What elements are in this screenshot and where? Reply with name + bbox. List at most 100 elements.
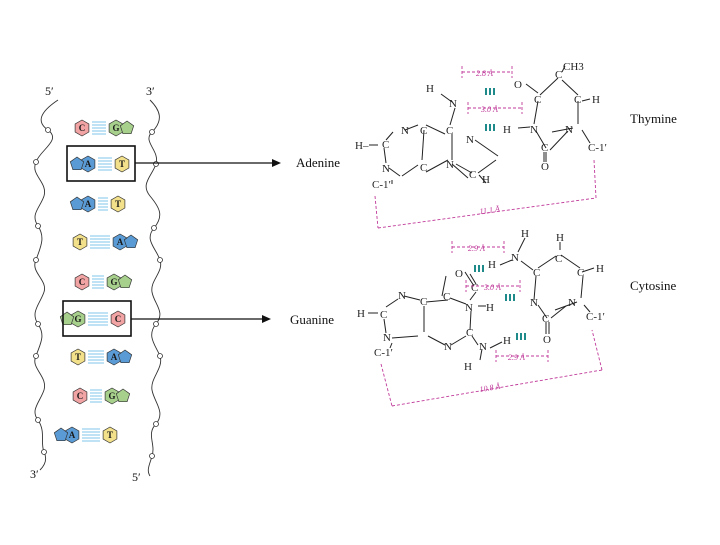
base-right-purine-ring [117, 274, 133, 289]
gc-bonds [368, 237, 595, 361]
atom-adenine-c1prime: C-1′ [372, 179, 391, 191]
atom-adenine-h8: H– [355, 140, 369, 152]
atom-thymine-c2: C [541, 142, 548, 154]
base-left-letter: A [85, 199, 92, 209]
atom-cytosine-amino-n: N [511, 252, 519, 264]
atom-thymine-h6: H [592, 94, 600, 106]
atom-adenine-c5: C [420, 125, 427, 137]
atom-adenine-c2: C [469, 169, 476, 181]
base-left-purine-ring [69, 156, 85, 171]
gc-distance-3: 2.9 Å [508, 353, 525, 362]
atom-adenine-c6: C [446, 125, 453, 137]
atom-thymine-n1: N [565, 124, 573, 136]
base-right-letter: T [119, 159, 125, 169]
atom-thymine-c5: C [555, 69, 562, 81]
atom-cytosine-c1prime: C-1′ [586, 311, 605, 323]
atom-adenine-n9: N [382, 163, 390, 175]
atom-adenine-h2: H [482, 174, 490, 186]
atom-guanine-amino-h1: H [464, 361, 472, 373]
gc-distance-2: 3.0 Å [483, 283, 501, 292]
base-left-letter: T [75, 352, 81, 362]
atom-adenine-n3: N [446, 159, 454, 171]
base-right-shape [110, 195, 126, 213]
adenine-thymine-structure: Thymine [355, 61, 677, 229]
gc-dimensions [380, 241, 603, 407]
base-left-letter: A [85, 159, 92, 169]
callout-arrows: Adenine Guanine [131, 155, 340, 327]
atom-guanine-n3: N [444, 341, 452, 353]
base-left-shape [74, 273, 90, 291]
atom-cytosine-o2: O [543, 334, 551, 346]
base-right-letter: A [111, 352, 118, 362]
base-right-letter: G [112, 123, 119, 133]
backbone-nodes [33, 127, 163, 459]
strand-end-bottom-right: 5′ [132, 470, 141, 484]
gc-atoms: H N H H C C C H O C N C C N N H N C C-1′… [357, 228, 605, 373]
base-left-shape [72, 387, 88, 405]
atom-cytosine-h5: H [556, 232, 564, 244]
base-left-letter: C [77, 391, 84, 401]
base-left-shape [72, 233, 88, 251]
atom-guanine-h1: H [486, 302, 494, 314]
base-left-letter: A [69, 430, 76, 440]
atom-cytosine-c6: C [577, 267, 584, 279]
at-hbond-marks [485, 88, 495, 131]
base-right-letter: T [107, 430, 113, 440]
base-left-letter: C [79, 277, 86, 287]
at-dimensions [374, 66, 597, 229]
base-left-shape [70, 348, 86, 366]
base-left-letter: C [79, 123, 86, 133]
atom-cytosine-c5: C [555, 253, 562, 265]
atom-guanine-amino-n: N [479, 341, 487, 353]
base-left-purine-ring [69, 196, 85, 211]
atom-amino-h: H [426, 83, 434, 95]
at-distance-1: 2.8 Å [476, 69, 493, 78]
base-right-shape [110, 310, 126, 328]
atom-thymine-n3-h: H [503, 124, 511, 136]
base-left-letter: T [77, 237, 83, 247]
atom-adenine-n7: N [401, 125, 409, 137]
gc-distance-4: 10.8 Å [479, 382, 501, 394]
atom-thymine-c4: C [534, 94, 541, 106]
base-right-letter: A [117, 237, 124, 247]
atom-cytosine-amino-h2: H [488, 259, 496, 271]
atom-ch3: CH3 [563, 61, 584, 73]
base-right-purine-ring [115, 388, 131, 403]
base-right-shape [114, 155, 130, 173]
atom-cytosine-h6: H [596, 263, 604, 275]
atom-thymine-o-top: O [514, 79, 522, 91]
callout-label-adenine: Adenine [296, 155, 340, 170]
atom-cytosine-n1: N [568, 297, 576, 309]
atom-thymine-c6: C [574, 94, 581, 106]
at-distance-3: 11.1 Å [479, 204, 500, 216]
atom-guanine-c5b: C [420, 296, 427, 308]
atom-thymine-o2: O [541, 161, 549, 173]
gc-hbond-marks [474, 265, 526, 340]
atom-guanine-n7: N [398, 290, 406, 302]
atom-guanine-n1: N [465, 302, 473, 314]
atom-thymine-c1prime: C-1′ [588, 142, 607, 154]
atom-adenine-n1: N [466, 134, 474, 146]
at-atoms: CH3 H N O C C H C N C C C H– N H N C N C… [355, 61, 607, 191]
at-bonds [369, 65, 591, 184]
base-right-letter: G [108, 391, 115, 401]
gc-distance-1: 2.9 Å [468, 244, 485, 253]
atom-guanine-h8: H [357, 308, 365, 320]
atom-thymine-n3: N [530, 124, 538, 136]
strand-end-top-right: 3′ [146, 84, 155, 98]
thymine-label: Thymine [630, 111, 677, 126]
atom-adenine-c4: C [420, 162, 427, 174]
atom-guanine-c8: C [380, 309, 387, 321]
